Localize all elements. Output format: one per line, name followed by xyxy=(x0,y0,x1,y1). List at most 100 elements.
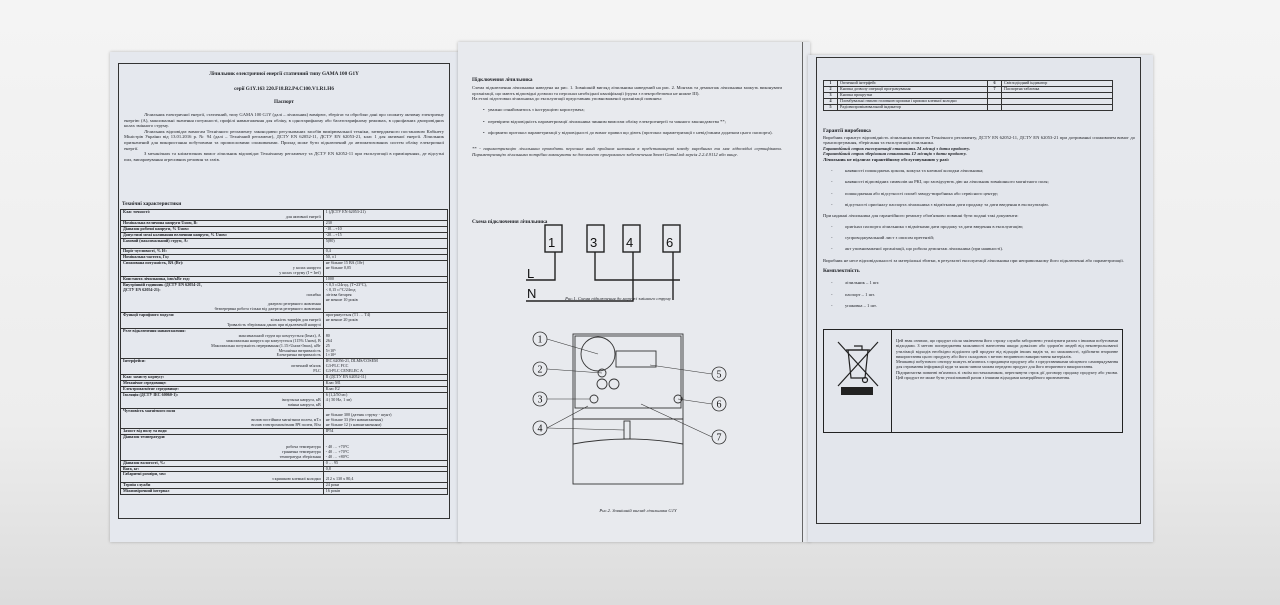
spec-label: Номінальна частота, Гц: xyxy=(123,254,170,260)
weee-text: Цей знак означає, що продукт після закін… xyxy=(892,330,1122,432)
list-item: упаковка – 1 шт. xyxy=(823,303,1135,309)
spec-row: Функції тарифного модуля:кількість тариф… xyxy=(120,312,449,329)
spec-value: < 0,5 с/24год, (Т=23°С), < 0,15 с/°С/24г… xyxy=(322,281,449,314)
warranty-text: Виробник гарантує відповідність лічильни… xyxy=(823,134,1135,146)
spec-value: 16 років xyxy=(322,488,449,496)
terminal-box xyxy=(544,224,563,253)
spec-value: 212 х 130 х 80,4 xyxy=(322,471,449,484)
passport-heading: Паспорт xyxy=(274,99,294,105)
list-item: перевірити відповідність параметризації … xyxy=(472,119,782,125)
list-item: оригінал паспорта лічильника з відміткам… xyxy=(823,224,1135,230)
callout-number: 5 xyxy=(717,370,722,381)
spec-value: 1 (ДСТУ EN 62053-21) xyxy=(322,209,449,221)
spec-row: Міжповірочний інтервал 16 років xyxy=(120,488,449,496)
list-item: оформити протокол параметризації у відпо… xyxy=(472,130,782,136)
callout-number: 1 xyxy=(538,335,543,346)
spec-label: Електромагнітне середовище: xyxy=(123,385,179,391)
spec-value: - 40 … +70°С - 40 … +70°С - 40 … +80°С xyxy=(322,434,449,461)
list-item: акт уповноваженої організації, що робила… xyxy=(823,246,1135,252)
callout-number: 2 xyxy=(538,365,543,376)
part-name: Радіовипромінювальний індикатор xyxy=(837,103,988,111)
kit-list: лічильник – 1 шт. паспорт – 1 шт. упаков… xyxy=(823,275,1135,314)
callout-number: 3 xyxy=(538,395,543,406)
spec-row: Реле відключення навантаження:максимальн… xyxy=(120,327,449,360)
spec-label-cell: Діапазон температури: робоча температура… xyxy=(120,434,324,461)
spec-label-cell: Допустимі межі коливання величини напруг… xyxy=(120,231,324,239)
spec-value: Клас Е2 xyxy=(322,385,449,393)
spec-label: Внутрішній годинник (ДСТУ EN 62054-21, Д… xyxy=(123,281,202,292)
spec-value: 80 264 25 5×10⁵ 1×10⁴ xyxy=(322,327,449,360)
spec-label: Міжповірочний інтервал xyxy=(123,488,170,494)
spec-label-cell: Реле відключення навантаження:максимальн… xyxy=(120,327,324,360)
spec-value: програмується (Т1 … Т4) не менше 20 рокі… xyxy=(322,312,449,329)
weee-paragraph: Мешканці побутового сектору можуть зв'яз… xyxy=(896,359,1118,370)
repair-text: При наданні лічильника для гарантійного … xyxy=(823,212,1019,218)
spec-label: Номінальна величина напруги Uном, В: xyxy=(123,219,198,225)
spec-label: Ізоляція (ДСТУ IEC 60060-1): xyxy=(123,391,179,397)
spec-value: 50, ±1 xyxy=(322,254,449,262)
spec-value: -20…+15 xyxy=(322,231,449,239)
list-item: супроводжувальний лист з описом претензі… xyxy=(823,235,1135,241)
spec-label: Константа лічильника, імп/кВт год: xyxy=(123,275,190,281)
list-item: уважно ознайомитись з інструкцією корист… xyxy=(472,107,782,113)
series-code: серії G1Y.163 220.F18.B2.P4.C100.V1.R1.H… xyxy=(234,86,334,92)
connection-text: Схема підключення лічильника наведена на… xyxy=(472,85,782,157)
weee-bar xyxy=(841,387,873,395)
neutral-label: N xyxy=(527,286,536,301)
fold-line xyxy=(802,42,803,542)
spec-row: Допустимі межі коливання величини напруг… xyxy=(120,231,449,239)
spec-label: Клас захисту корпусу: xyxy=(123,374,165,380)
spec-sublabel: похибка джерело резервного живлення безп… xyxy=(214,291,321,312)
spec-sublabel: вплив постійним магнітним полем, мТл впл… xyxy=(251,417,321,428)
page-frame xyxy=(816,57,1141,524)
spec-row: Споживана потужність, ВА (Вт):у колах на… xyxy=(120,260,449,277)
intro-text: Лічильник електричної енергії, статичний… xyxy=(124,112,444,162)
terminal-box xyxy=(622,224,641,253)
not-covered-heading: Лічильник не підлягає гарантійному обслу… xyxy=(823,156,950,162)
spec-label-cell: Функції тарифного модуля:кількість тариф… xyxy=(120,312,324,329)
passport-page: Лічильник електричної енергії статичний … xyxy=(110,52,460,542)
crossed-bin-icon xyxy=(837,341,879,387)
liability-text: Виробник не несе відповідальності за мат… xyxy=(823,257,1124,263)
spec-label-cell: Споживана потужність, ВА (Вт):у колах на… xyxy=(120,260,324,277)
spec-sublabel: для активної енергії xyxy=(285,213,321,219)
spec-row: Електромагнітне середовище: Клас Е2 xyxy=(120,385,449,393)
connection-paragraph: Схема підключення лічильника наведена на… xyxy=(472,85,782,96)
spec-label: Клас точності: xyxy=(123,209,151,214)
spec-sublabel: з кришкою клемної колодки xyxy=(271,476,321,482)
repair-docs-list: оригінал паспорта лічильника з відміткам… xyxy=(823,219,1135,258)
document-title: Лічильник електричної енергії статичний … xyxy=(209,71,359,77)
spec-value: IEC 62056-21, DLMS/COSEM G3-PLC FCC G3-P… xyxy=(322,358,449,376)
scheme-heading: Схема підключення лічильника xyxy=(472,219,548,225)
terminal-label: 3 xyxy=(590,235,597,250)
spec-row: Вага, кг:0,8 xyxy=(120,465,449,473)
spec-sublabel: імпульсна напруга, кВ змінна напруга, кВ xyxy=(281,396,321,407)
spec-sublabel: робоча температура гранична температура … xyxy=(279,443,321,459)
intro-paragraph: Лічильник відповідає вимогам Технічного … xyxy=(124,128,444,151)
list-item: відсутності оригіналу паспорта лічильник… xyxy=(823,202,1135,208)
list-item: наявності пошкоджень цоколя, кожуха та к… xyxy=(823,168,1135,174)
spec-value: не більше 300 (датчик струму - шунт) не … xyxy=(322,407,449,430)
spec-label-cell: Внутрішній годинник (ДСТУ EN 62054-21, Д… xyxy=(120,281,324,314)
connection-paragraph: На етапі підготовки лічильника до експлу… xyxy=(472,96,662,102)
spec-row: Діапазон температури: робоча температура… xyxy=(120,434,449,461)
connection-heading: Підключення лічильника xyxy=(472,77,533,83)
terminal-label: 6 xyxy=(666,235,673,250)
footnote: ** - параметризацію лічильника проводить… xyxy=(472,145,782,157)
neutral-load-wire xyxy=(594,252,680,281)
specs-heading: Технічні характеристики xyxy=(122,201,182,207)
callout-number: 7 xyxy=(717,433,722,444)
spec-label: Функції тарифного модуля: xyxy=(123,312,175,318)
spec-label: Механічне середовище: xyxy=(123,380,167,385)
page-frame xyxy=(118,63,450,519)
spec-label: Базовий (максимальний) струм, А: xyxy=(123,237,188,243)
spec-label-cell: Клас точності: для активної енергії xyxy=(120,209,324,221)
spec-label: Інтерфейси: xyxy=(123,358,146,364)
spec-value: 5(80) xyxy=(322,237,449,250)
